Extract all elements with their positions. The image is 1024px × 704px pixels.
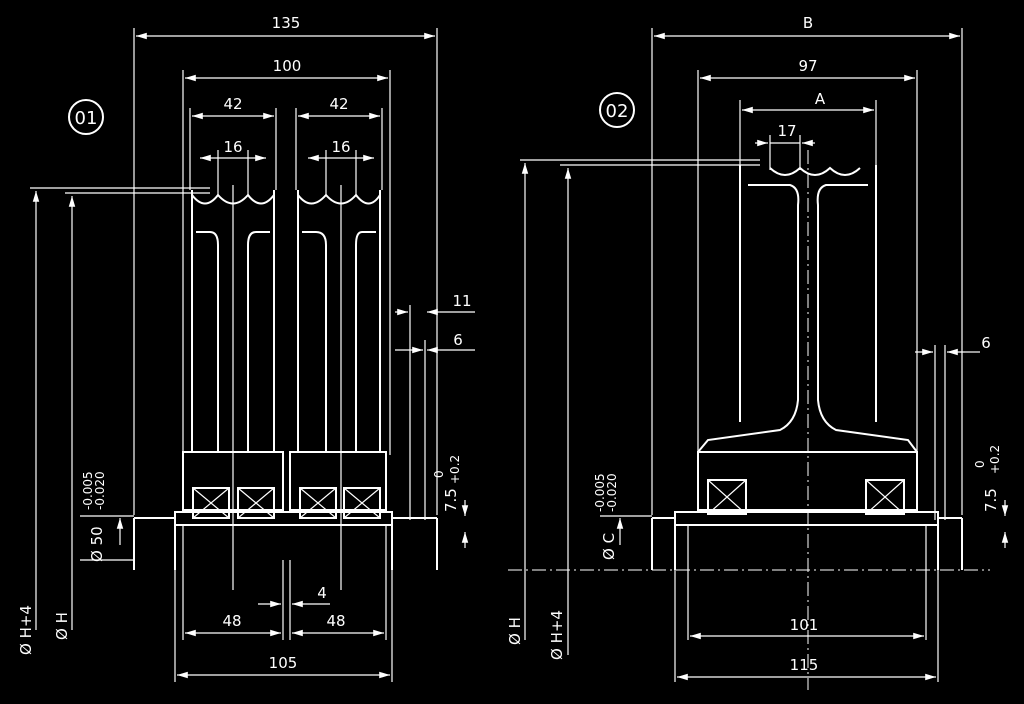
- dimension-lines-01: [32, 32, 475, 679]
- labels-02: B 97 A 17 6 101 115 Ø H Ø H+4 Ø C -0.005…: [506, 14, 1002, 674]
- drawing-01: 01: [17, 14, 475, 682]
- dim-a: A: [815, 90, 826, 108]
- dim-105: 105: [269, 654, 298, 672]
- dia-h4-label: Ø H+4: [17, 605, 35, 655]
- badge-01-label: 01: [75, 108, 98, 129]
- labels-01: 135 100 42 42 16 16 11 6 4 48 48 105 Ø H…: [17, 14, 472, 672]
- shaft-tol-upper-02: -0.005: [593, 473, 607, 512]
- tol-7-5-lower-02: 0: [973, 460, 987, 468]
- dim-16-right: 16: [331, 138, 350, 156]
- extension-lines-02: [520, 28, 963, 682]
- dim-17: 17: [777, 122, 796, 140]
- dim-16-left: 16: [223, 138, 242, 156]
- dim-b: B: [803, 14, 813, 32]
- rotor-left: [191, 185, 275, 590]
- badge-02-label: 02: [606, 101, 629, 122]
- shaft-dia-label: Ø 50: [88, 526, 106, 562]
- hub-02: [651, 451, 963, 570]
- shaft-tol-lower: -0.020: [93, 471, 107, 510]
- rotor-02: [697, 165, 918, 453]
- hub-01: [133, 451, 438, 570]
- dim-115: 115: [790, 656, 819, 674]
- dim-7-5-02: 7.5: [982, 488, 1000, 512]
- dim-48-left: 48: [222, 612, 241, 630]
- tol-7-5-upper-02: +0.2: [988, 445, 1002, 474]
- dim-42-right: 42: [329, 95, 348, 113]
- dim-4: 4: [317, 584, 327, 602]
- dia-h4-label-02: Ø H+4: [548, 610, 566, 660]
- dim-48-right: 48: [326, 612, 345, 630]
- dim-6-02: 6: [981, 334, 991, 352]
- dim-101: 101: [790, 616, 819, 634]
- dim-42-left: 42: [223, 95, 242, 113]
- shaft-tol-lower-02: -0.020: [605, 473, 619, 512]
- dia-h-label-02: Ø H: [506, 617, 524, 645]
- rotor-right: [297, 185, 381, 590]
- dim-100: 100: [273, 57, 302, 75]
- drawing-02: 02: [506, 14, 1009, 690]
- dimension-lines-02: [521, 32, 1009, 681]
- tol-7-5-lower: 0: [432, 470, 446, 478]
- dim-6: 6: [453, 331, 463, 349]
- dim-97: 97: [798, 57, 817, 75]
- shaft-tol-upper: -0.005: [81, 471, 95, 510]
- dim-7-5: 7.5: [442, 488, 460, 512]
- shaft-dia-label-02: Ø C: [600, 533, 618, 560]
- dia-h-label: Ø H: [53, 612, 71, 640]
- dim-11: 11: [452, 292, 471, 310]
- tol-7-5-upper: +0.2: [448, 455, 462, 484]
- dim-135: 135: [272, 14, 301, 32]
- badge-01: 01: [68, 99, 104, 135]
- badge-02: 02: [599, 92, 635, 128]
